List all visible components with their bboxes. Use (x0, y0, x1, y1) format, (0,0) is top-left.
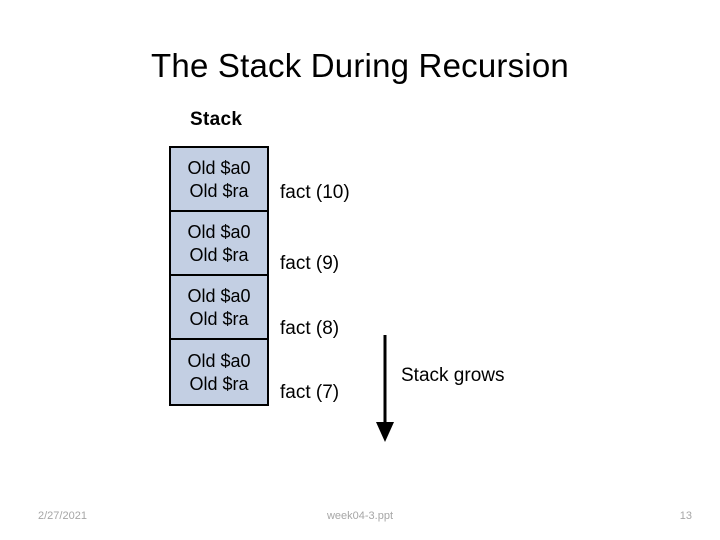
slide-footer: 2/27/2021 week04-3.ppt 13 (0, 506, 720, 526)
call-label-fact-10: fact (10) (280, 182, 350, 203)
stack-frame: Old $a0 Old $ra (171, 148, 267, 212)
footer-page-number: 13 (679, 510, 692, 522)
stack-grows-arrow-down-icon (376, 335, 394, 442)
footer-file-name: week04-3.ppt (326, 510, 394, 522)
stack-frame-line-ra: Old $ra (189, 180, 249, 201)
stack-column: Old $a0 Old $ra Old $a0 Old $ra Old $a0 … (169, 146, 269, 406)
stack-frame: Old $a0 Old $ra (171, 212, 267, 276)
stack-heading-label: Stack (190, 109, 243, 130)
stack-frame: Old $a0 Old $ra (171, 276, 267, 340)
page-title: The Stack During Recursion (151, 47, 569, 84)
stack-frame-line-a0: Old $a0 (187, 285, 251, 306)
stack-frame-line-ra: Old $ra (189, 244, 249, 265)
stack-frame-line-a0: Old $a0 (187, 221, 251, 242)
stack-frame-line-a0: Old $a0 (187, 350, 251, 371)
call-label-fact-9: fact (9) (280, 253, 340, 274)
call-label-fact-8: fact (8) (280, 318, 340, 339)
stack-frame-line-ra: Old $ra (189, 308, 249, 329)
stack-frame: Old $a0 Old $ra (171, 340, 267, 404)
footer-date: 2/27/2021 (38, 510, 87, 522)
stack-grows-label: Stack grows (401, 365, 505, 386)
call-label-fact-7: fact (7) (280, 382, 340, 403)
stack-frame-line-ra: Old $ra (189, 373, 249, 394)
stack-frame-line-a0: Old $a0 (187, 157, 251, 178)
